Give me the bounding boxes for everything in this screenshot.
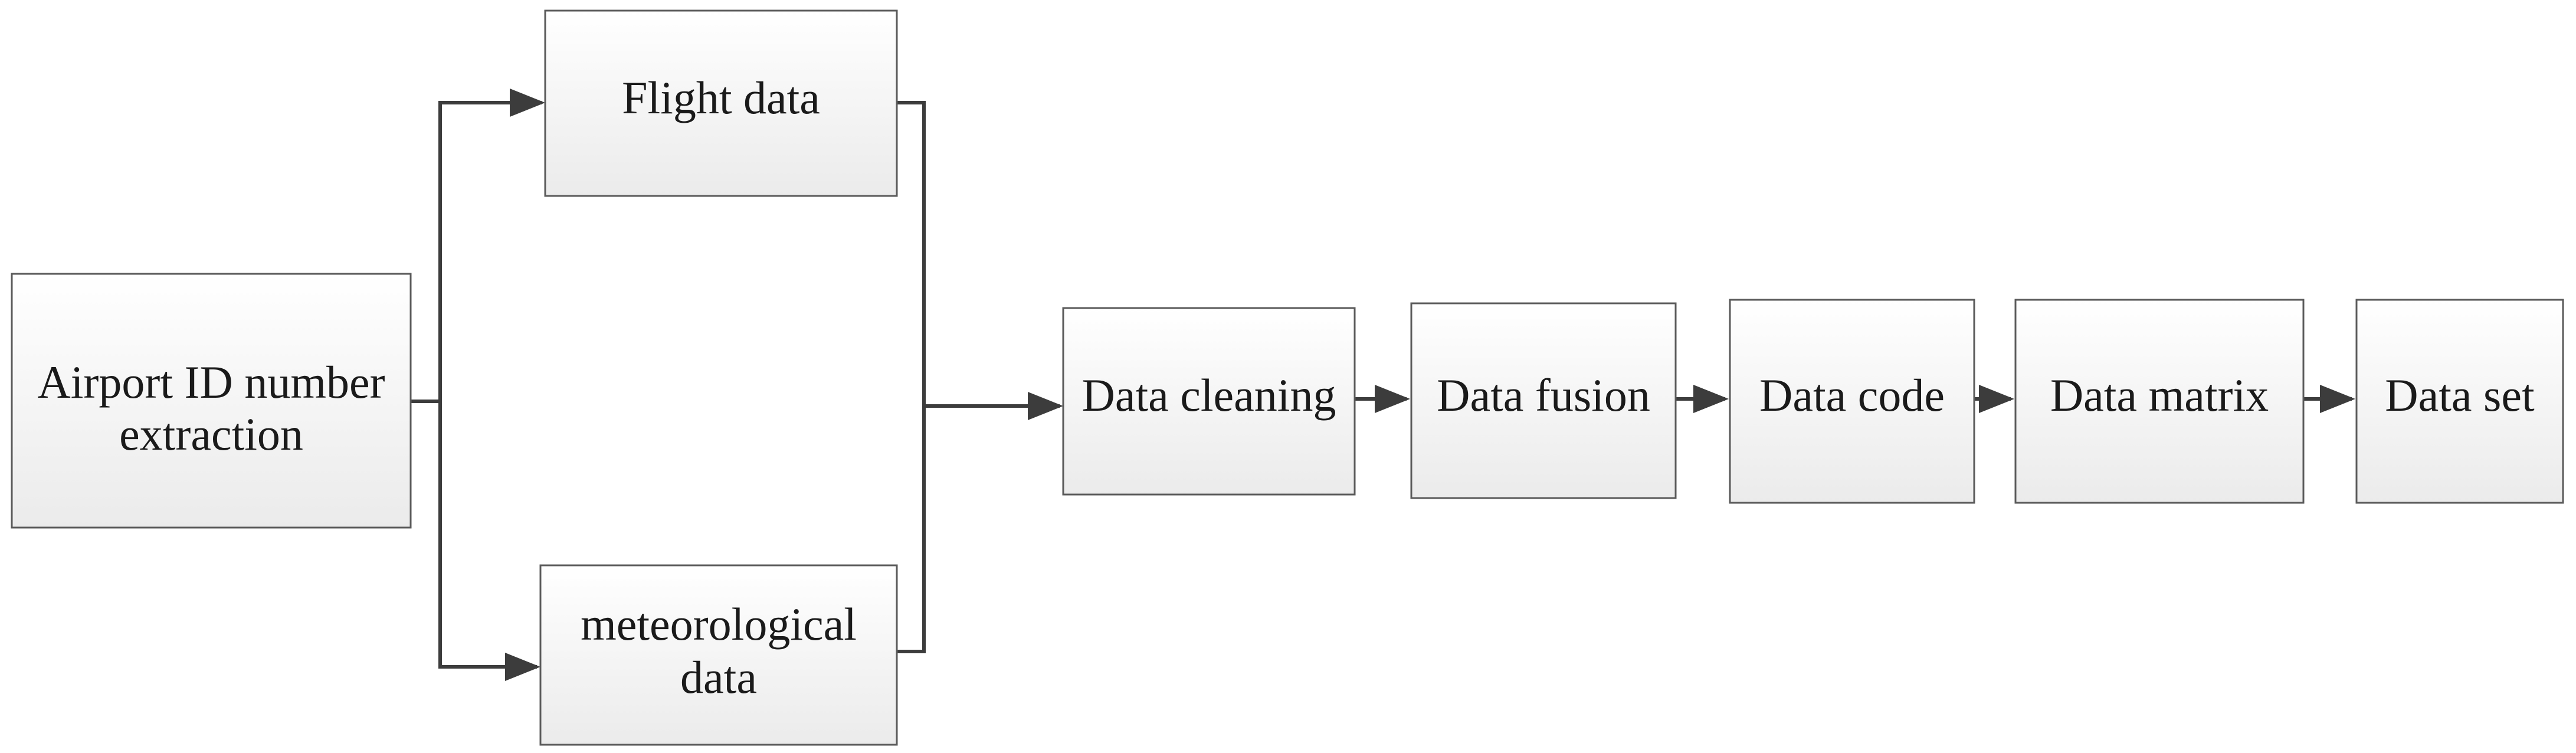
node-label: Flight data xyxy=(622,72,820,123)
node-label-line: Airport ID number xyxy=(37,356,385,408)
node-data-set: Data set xyxy=(2355,299,2564,504)
edge-meteo-to-cleaning xyxy=(897,406,926,653)
node-label-line: extraction xyxy=(119,408,303,460)
node-label: Data cleaning xyxy=(1082,369,1336,421)
node-label: Data code xyxy=(1759,369,1945,421)
node-label: Data matrix xyxy=(2050,369,2269,421)
node-data-code: Data code xyxy=(1729,299,1975,504)
node-meteorological-data: meteorological data xyxy=(539,564,898,746)
connectors xyxy=(411,89,2355,681)
edge-airport-to-flight xyxy=(411,89,545,403)
node-data-matrix: Data matrix xyxy=(2014,299,2305,504)
node-label-line: meteorological xyxy=(581,598,857,650)
node-data-cleaning: Data cleaning xyxy=(1062,307,1356,496)
node-label: Data set xyxy=(2385,369,2535,421)
node-label-line: data xyxy=(680,651,757,703)
edge-airport-to-meteo xyxy=(438,401,540,681)
edge-flight-to-cleaning xyxy=(897,101,926,406)
node-label: Data fusion xyxy=(1437,369,1650,421)
node-data-fusion: Data fusion xyxy=(1410,302,1677,499)
node-flight-data: Flight data xyxy=(544,9,898,197)
node-airport-id-extraction: Airport ID number extraction xyxy=(11,273,412,529)
